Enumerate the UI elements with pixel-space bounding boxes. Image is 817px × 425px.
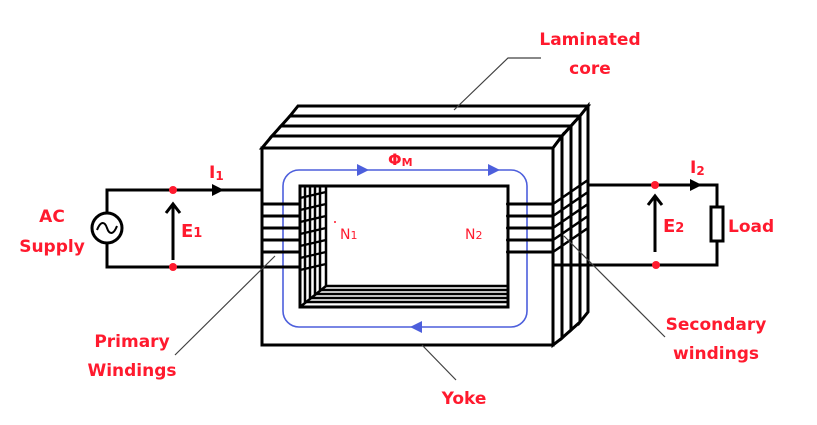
label-emf-secondary: E2 bbox=[663, 216, 684, 237]
load-resistor-icon bbox=[709, 205, 725, 243]
leader-primary-windings bbox=[174, 255, 276, 356]
label-laminated-core-line2: core bbox=[569, 59, 611, 79]
flux-loop bbox=[282, 169, 528, 328]
n1-dot bbox=[334, 221, 336, 223]
flux-arrow-top-right bbox=[488, 164, 500, 176]
label-emf-primary: E1 bbox=[181, 221, 202, 242]
flux-arrow-bottom bbox=[410, 321, 422, 333]
core-top-laminations bbox=[258, 104, 592, 150]
label-current-secondary: I2 bbox=[690, 158, 705, 178]
leader-laminated-core bbox=[453, 57, 541, 111]
emf-primary-arrow bbox=[164, 201, 182, 260]
secondary-bottom-wire bbox=[553, 241, 719, 267]
label-turns-primary: N1 bbox=[340, 227, 357, 243]
label-primary-windings-line1: Primary bbox=[94, 332, 169, 352]
primary-top-wire bbox=[105, 188, 262, 213]
secondary-top-wire bbox=[588, 183, 719, 207]
label-load: Load bbox=[728, 217, 774, 237]
primary-terminal-bottom bbox=[169, 263, 177, 271]
secondary-terminal-top bbox=[651, 181, 659, 189]
leader-lines bbox=[174, 57, 666, 381]
primary-winding bbox=[262, 190, 327, 272]
label-current-primary: I1 bbox=[209, 163, 224, 183]
current-primary-arrow bbox=[212, 184, 224, 196]
ac-source-icon bbox=[90, 211, 124, 245]
current-secondary-arrow bbox=[690, 179, 702, 191]
leader-secondary-windings bbox=[563, 235, 666, 338]
leader-yoke bbox=[421, 344, 457, 381]
core-window-inner-laminations bbox=[299, 186, 508, 308]
magnetic-flux-path bbox=[282, 164, 528, 333]
label-laminated-core-line1: Laminated bbox=[539, 30, 640, 50]
primary-terminal-top bbox=[169, 186, 177, 194]
lamination-top-1 bbox=[258, 134, 565, 150]
label-yoke: Yoke bbox=[441, 389, 487, 409]
flux-arrow-top-left bbox=[357, 164, 369, 176]
label-flux: ΦM bbox=[388, 150, 413, 169]
label-ac-supply-line2: Supply bbox=[19, 237, 85, 257]
label-secondary-windings-line2: windings bbox=[673, 344, 759, 364]
label-ac-supply-line1: AC bbox=[39, 207, 65, 227]
emf-secondary-arrow bbox=[646, 193, 664, 252]
primary-circuit bbox=[105, 188, 300, 269]
primary-bottom-wire bbox=[105, 243, 300, 269]
label-turns-secondary: N2 bbox=[465, 227, 482, 243]
secondary-circuit bbox=[553, 183, 719, 267]
label-secondary-windings-line1: Secondary bbox=[666, 315, 767, 335]
secondary-winding bbox=[506, 178, 589, 254]
secondary-terminal-bottom bbox=[652, 261, 660, 269]
label-primary-windings-line2: Windings bbox=[87, 361, 176, 381]
